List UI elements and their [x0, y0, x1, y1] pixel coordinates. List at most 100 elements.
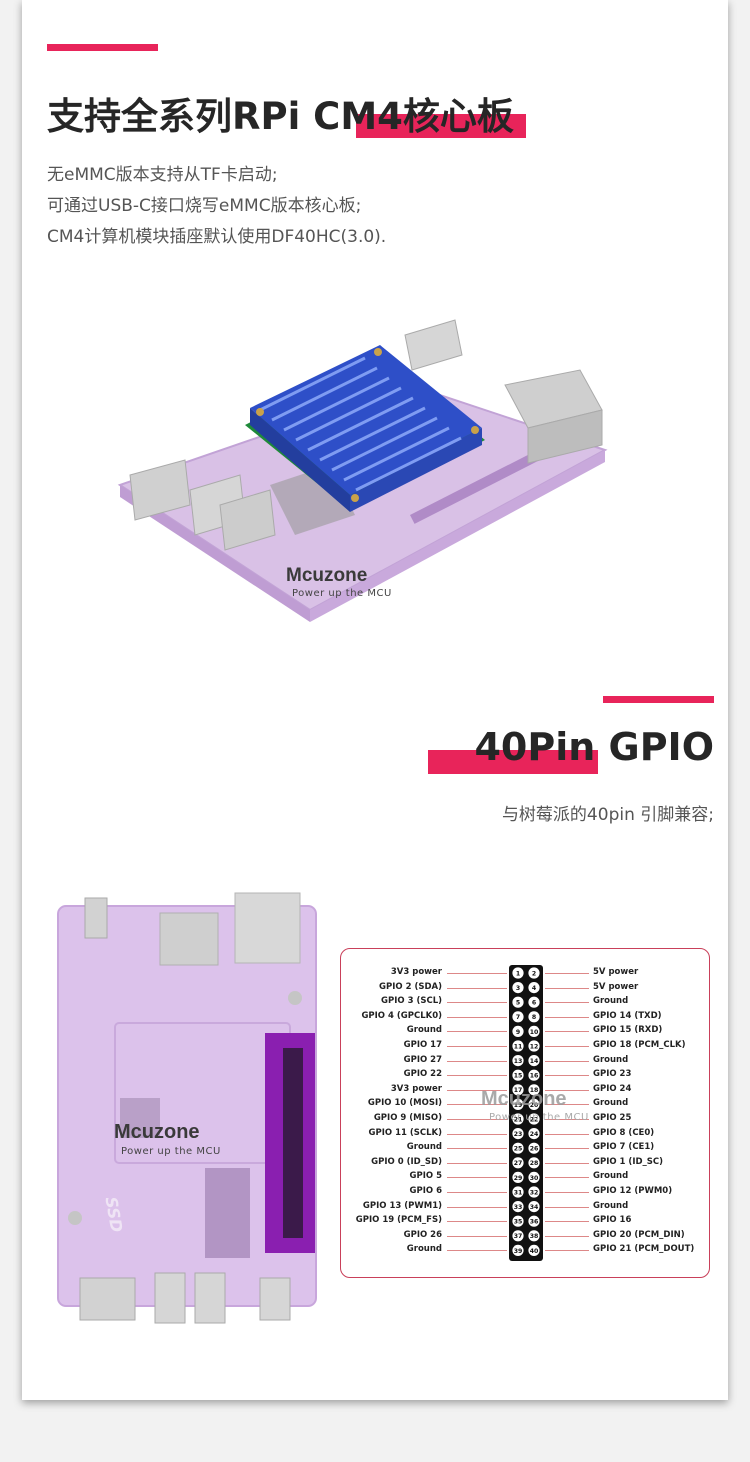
pin-dot-even — [528, 1244, 540, 1256]
pin-label-left: Ground — [341, 1025, 442, 1040]
pin-dot-even — [528, 1040, 540, 1052]
pin-number: 25 — [514, 1146, 523, 1153]
pin-label-left: GPIO 6 — [341, 1186, 442, 1201]
pin-leader-left — [447, 1250, 507, 1252]
pin-name-even: GPIO 7 (CE1) — [593, 1142, 655, 1153]
pin-label-left: GPIO 10 (MOSI) — [341, 1098, 442, 1113]
pin-dot-odd — [512, 1244, 524, 1256]
pin-leader-right — [545, 973, 589, 974]
pin-name-odd: 3V3 power — [390, 967, 442, 977]
pin-leader-right — [545, 1206, 589, 1208]
pin-name-odd: GPIO 17 — [403, 1040, 442, 1050]
pin-leader-left — [447, 1192, 507, 1193]
section-title-cm4: 支持全系列RPi CM4核心板 — [47, 95, 514, 138]
pin-label-left: GPIO 22 — [341, 1069, 442, 1084]
pin-name-even: GPIO 1 (ID_SC) — [593, 1156, 664, 1167]
pin-name-odd: Ground — [406, 1025, 442, 1036]
pin-name-odd: 3V3 power — [390, 1083, 442, 1094]
pin-label-left: GPIO 2 (SDA) — [341, 982, 442, 997]
pin-number: 2 — [532, 970, 536, 977]
pin-leader-right — [545, 1046, 589, 1047]
pin-leader-left — [447, 1104, 507, 1106]
pin-leader-left — [447, 1177, 507, 1179]
pin-name-odd: GPIO 9 (MISO) — [373, 1113, 442, 1123]
pin-leader-left — [447, 987, 507, 989]
pin-dot-even — [528, 1055, 540, 1067]
gpio-board-image — [57, 892, 317, 1324]
accent-bar-right — [603, 696, 714, 703]
pin-number: 37 — [514, 1233, 523, 1240]
pin-number: 11 — [514, 1043, 523, 1050]
pin-number: 20 — [530, 1102, 539, 1109]
pin-leader-left — [447, 1206, 507, 1208]
pin-dot-odd — [512, 1025, 524, 1037]
pin-dot-even — [528, 982, 540, 994]
pin-label-left: GPIO 13 (PWM1) — [341, 1201, 442, 1216]
pin-dot-odd — [512, 1215, 524, 1227]
pin-dot-even — [528, 1128, 540, 1140]
desc-line-2: 可通过USB-C接口烧写eMMC版本核心板; — [47, 196, 362, 216]
pin-dot-odd — [512, 1186, 524, 1198]
pin-number: 3 — [516, 985, 520, 992]
pin-number: 28 — [530, 1160, 539, 1167]
pin-dot-even — [528, 1171, 540, 1183]
pin-leader-left — [447, 1075, 507, 1077]
pin-name-odd: GPIO 11 (SCLK) — [368, 1127, 442, 1138]
pin-label-left: GPIO 9 (MISO) — [341, 1113, 442, 1128]
pin-dot-even — [528, 1186, 540, 1198]
pin-number: 16 — [530, 1073, 539, 1080]
section-description-gpio: 与树莓派的40pin 引脚兼容; — [501, 805, 714, 825]
pin-dot-even — [528, 967, 540, 979]
pin-dot-even — [528, 1201, 540, 1213]
pin-label-left: GPIO 19 (PCM_FS) — [341, 1215, 442, 1230]
pin-dot-odd — [512, 1230, 524, 1242]
title-highlight — [356, 114, 526, 138]
pin-leader-left — [447, 1089, 507, 1091]
section-description-cm4: 无eMMC版本支持从TF卡启动; 可通过USB-C接口烧写eMMC版本核心板; … — [47, 160, 386, 253]
pin-name-even: GPIO 25 — [593, 1113, 632, 1123]
pin-label-left: GPIO 4 (GPCLK0) — [341, 1011, 442, 1026]
pin-number: 36 — [530, 1219, 539, 1226]
pin-leader-right — [545, 1148, 589, 1150]
pin-label-left: GPIO 11 (SCLK) — [341, 1128, 442, 1143]
pin-name-even: GPIO 12 (PWM0) — [593, 1186, 673, 1196]
pin-number: 35 — [514, 1219, 523, 1226]
pin-leader-right — [545, 987, 589, 989]
pin-dot-odd — [512, 1171, 524, 1183]
pin-dot-odd — [512, 1040, 524, 1052]
pin-dot-even — [528, 996, 540, 1008]
pin-label-left: GPIO 26 — [341, 1230, 442, 1245]
pin-number: 13 — [514, 1058, 523, 1065]
pin-dot-odd — [512, 1069, 524, 1081]
pin-dot-odd — [512, 1084, 524, 1096]
pin-leader-right — [545, 1119, 589, 1120]
pin-number: 29 — [514, 1175, 523, 1182]
pin-label-left: 3V3 power — [341, 967, 442, 982]
pin-dot-even — [528, 1011, 540, 1023]
pin-leader-left — [447, 1002, 507, 1004]
pin-leader-right — [545, 1089, 589, 1091]
pin-leader-left — [447, 1221, 507, 1223]
pin-leader-right — [545, 1002, 589, 1004]
pin-number: 14 — [530, 1058, 539, 1065]
pin-name-odd: GPIO 3 (SCL) — [381, 996, 442, 1007]
pin-leader-left — [447, 1133, 507, 1135]
desc-line-3: CM4计算机模块插座默认使用DF40HC(3.0). — [47, 227, 387, 247]
pin-name-odd: GPIO 19 (PCM_FS) — [355, 1215, 442, 1226]
board-watermark-sub: Power up the MCU — [121, 1146, 221, 1157]
pin-number: 38 — [530, 1233, 539, 1240]
pin-number: 33 — [514, 1204, 523, 1211]
pin-name-even: Ground — [593, 996, 629, 1007]
pin-leader-left — [447, 1235, 507, 1237]
pin-leader-right — [545, 1162, 589, 1164]
pin-number: 8 — [532, 1014, 536, 1021]
pin-number: 1 — [516, 970, 520, 977]
pin-number: 24 — [530, 1131, 539, 1138]
pin-name-odd: Ground — [406, 1142, 442, 1153]
pin-number: 10 — [530, 1029, 539, 1036]
desc-line-1: 无eMMC版本支持从TF卡启动; — [47, 165, 278, 185]
pin-number: 7 — [516, 1014, 520, 1021]
title-highlight-2 — [428, 750, 598, 774]
pin-number: 39 — [514, 1248, 523, 1255]
